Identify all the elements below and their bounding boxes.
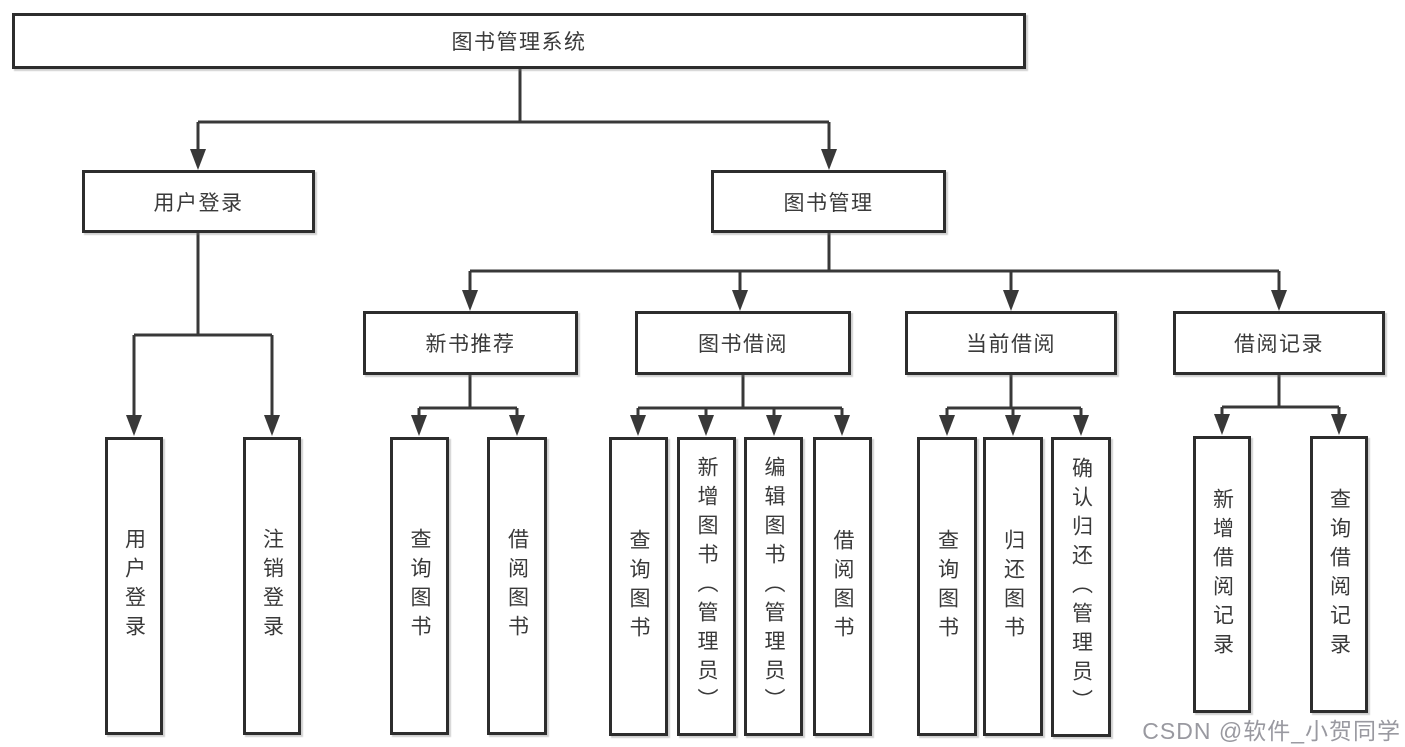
arrow-down-icon xyxy=(630,415,646,436)
csdn-watermark: CSDN @软件_小贺同学 xyxy=(1142,718,1401,744)
leaf-edit-book-admin: 编辑图书（管理员） xyxy=(744,437,803,736)
connector-root-to-level2 xyxy=(190,69,837,170)
leaf-add-borrow-record: 新增借阅记录 xyxy=(1193,436,1251,713)
node-current-borrow: 当前借阅 xyxy=(905,311,1117,375)
arrow-down-icon xyxy=(1005,415,1021,436)
leaf-query-book-newbook: 查询图书 xyxy=(390,437,449,735)
connector-user-login-to-leaves xyxy=(126,233,280,436)
arrow-down-icon xyxy=(462,290,478,311)
leaf-query-borrow-record-label: 查询借阅记录 xyxy=(1327,487,1351,662)
node-book-management: 图书管理 xyxy=(711,170,946,233)
leaf-add-book-admin: 新增图书（管理员） xyxy=(677,437,736,736)
leaf-user-login-label: 用户登录 xyxy=(122,528,146,644)
leaf-logout: 注销登录 xyxy=(243,437,301,735)
arrow-down-icon xyxy=(264,415,280,436)
node-user-login-label: 用户登录 xyxy=(153,191,244,215)
leaf-query-borrow-record: 查询借阅记录 xyxy=(1310,436,1368,713)
arrow-down-icon xyxy=(834,415,850,436)
connector-current-borrow-to-leaves xyxy=(939,375,1089,436)
node-book-borrow: 图书借阅 xyxy=(635,311,851,375)
leaf-borrow-book-newbook: 借阅图书 xyxy=(487,437,547,735)
leaf-query-book-newbook-label: 查询图书 xyxy=(408,528,431,644)
leaf-query-book-borrow: 查询图书 xyxy=(609,437,668,736)
arrow-down-icon xyxy=(190,149,206,170)
leaf-return-book-label: 归还图书 xyxy=(1001,528,1025,645)
node-book-borrow-label: 图书借阅 xyxy=(698,333,788,356)
leaf-borrow-book: 借阅图书 xyxy=(813,437,872,736)
arrow-down-icon xyxy=(1073,415,1089,436)
leaf-edit-book-admin-label: 编辑图书（管理员） xyxy=(762,456,785,717)
leaf-user-login: 用户登录 xyxy=(105,437,163,735)
connector-book-management-to-level3 xyxy=(462,233,1287,311)
arrow-down-icon xyxy=(698,415,714,436)
arrow-down-icon xyxy=(1331,414,1347,435)
leaf-add-book-admin-label: 新增图书（管理员） xyxy=(695,456,718,717)
connector-new-book-to-leaves xyxy=(411,375,525,436)
arrow-down-icon xyxy=(509,415,525,436)
arrow-down-icon xyxy=(821,149,837,170)
leaf-confirm-return-admin: 确认归还（管理员） xyxy=(1051,437,1111,737)
connector-book-borrow-to-leaves xyxy=(630,375,850,436)
node-borrow-records: 借阅记录 xyxy=(1173,311,1385,375)
arrow-down-icon xyxy=(126,415,142,436)
arrow-down-icon xyxy=(732,290,748,311)
node-new-book-recommend-label: 新书推荐 xyxy=(425,333,516,356)
leaf-return-book: 归还图书 xyxy=(983,437,1043,736)
node-borrow-records-label: 借阅记录 xyxy=(1234,333,1324,356)
node-user-login: 用户登录 xyxy=(82,170,315,233)
arrow-down-icon xyxy=(1214,414,1230,435)
root-node-label: 图书管理系统 xyxy=(451,31,587,54)
arrow-down-icon xyxy=(766,415,782,436)
arrow-down-icon xyxy=(1271,290,1287,311)
leaf-query-book-current-label: 查询图书 xyxy=(935,528,959,645)
node-book-management-label: 图书管理 xyxy=(783,191,874,215)
leaf-borrow-book-newbook-label: 借阅图书 xyxy=(505,528,529,644)
leaf-query-book-borrow-label: 查询图书 xyxy=(627,528,650,645)
root-node: 图书管理系统 xyxy=(12,13,1026,69)
leaf-confirm-return-admin-label: 确认归还（管理员） xyxy=(1069,456,1093,718)
arrow-down-icon xyxy=(411,415,427,436)
leaf-add-borrow-record-label: 新增借阅记录 xyxy=(1210,487,1234,662)
node-new-book-recommend: 新书推荐 xyxy=(363,311,578,375)
leaf-query-book-current: 查询图书 xyxy=(917,437,977,736)
connector-borrow-records-to-leaves xyxy=(1214,375,1347,435)
arrow-down-icon xyxy=(939,415,955,436)
leaf-logout-label: 注销登录 xyxy=(260,528,284,644)
arrow-down-icon xyxy=(1003,290,1019,311)
node-current-borrow-label: 当前借阅 xyxy=(966,333,1056,356)
leaf-borrow-book-label: 借阅图书 xyxy=(831,528,854,645)
